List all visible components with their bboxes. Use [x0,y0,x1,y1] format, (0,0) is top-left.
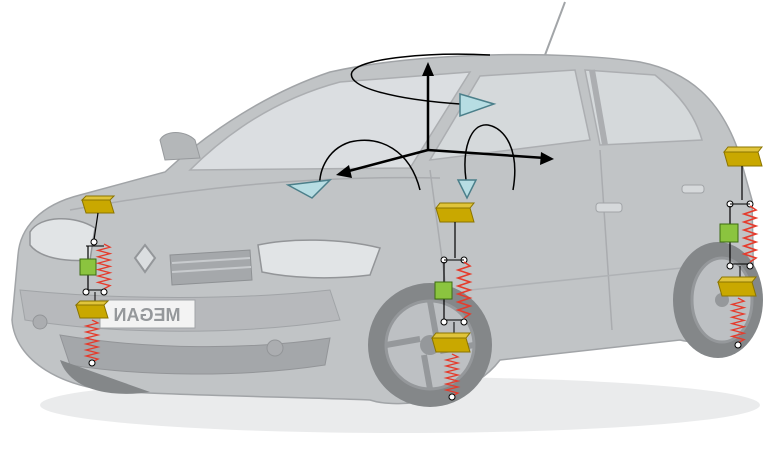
headlight-right [258,240,380,278]
unsprung-mass-block [718,282,756,296]
sprung-mass-block [724,152,762,166]
damper-block [435,282,452,299]
sprung-mass-block [82,200,114,213]
unsprung-mass-block [76,305,108,318]
door-handle-rear [682,185,704,193]
rear-wheel [673,242,763,358]
sprung-mass-block [436,208,474,222]
door-handle-front [596,203,622,212]
damper-block [720,224,738,242]
antenna [545,2,565,55]
damper-block [80,259,96,275]
side-mirror [160,133,200,161]
front-wheel [368,283,492,407]
car-illustration: MEGAN [12,2,763,433]
unsprung-mass-block [432,338,470,352]
license-plate-text: MEGAN [114,305,181,325]
